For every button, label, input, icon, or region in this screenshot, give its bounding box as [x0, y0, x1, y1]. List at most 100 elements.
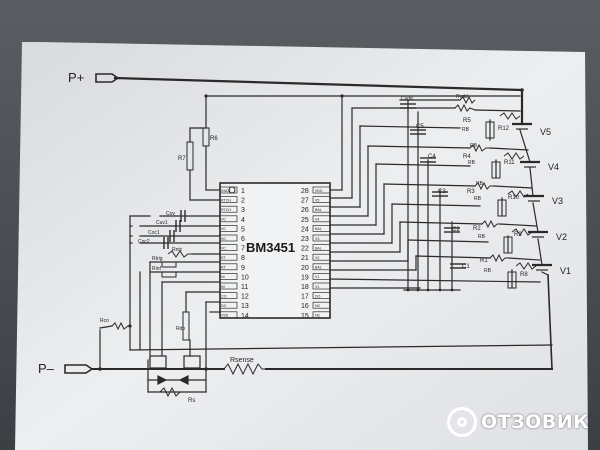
chip-right-pin-name: V2 [315, 256, 319, 260]
chip-left-pin-name: RT [221, 256, 227, 260]
chip-right-pin-name: BAL [315, 266, 322, 270]
battery-cells [512, 122, 552, 271]
chip-left-pin-box [219, 205, 238, 213]
otzovik-logo-icon [447, 407, 477, 437]
label-r9: R9 [514, 232, 522, 238]
label-r2: R2 [473, 226, 481, 232]
label-cov: Cov [166, 211, 175, 217]
protection-mosfets [149, 355, 201, 385]
chip-pin1-number: 1 [241, 188, 245, 195]
label-rco: Rco [100, 318, 109, 324]
chip-right-pin-name: BAL [315, 227, 322, 231]
chip-left-pin-box [219, 253, 238, 261]
label-v5: V5 [540, 127, 551, 137]
chip-right-pin-box [312, 215, 331, 223]
wiring [91, 76, 553, 393]
chip-left-pin-name: RADJ [221, 189, 231, 193]
chip-left-pin-box [219, 234, 238, 242]
chip-left-pin-number: 3 [241, 207, 245, 214]
junction-dots [98, 88, 524, 371]
chip-right-pin-number: 28 [301, 188, 309, 195]
chip-right-pin-number: 26 [301, 207, 309, 214]
chip-left-pin-name: RT [221, 266, 227, 270]
label-v4: V4 [548, 162, 559, 172]
chip-left-pin-box [219, 244, 238, 251]
label-v1: V1 [560, 266, 571, 276]
chip-left-pin-box [219, 215, 238, 223]
label-coc2: Coc2 [138, 239, 150, 245]
balance-mosfets [485, 121, 517, 289]
chip-left-pin-box [219, 186, 238, 194]
label-rtrig: Rtrig [152, 256, 163, 262]
label-coc1: Coc1 [148, 230, 160, 236]
chip-left-pin-name: IN [221, 285, 225, 289]
bm3451-chip [219, 182, 331, 319]
chip-left-pin-name: CO [221, 294, 227, 298]
chip-right-pin-number: 22 [301, 246, 309, 253]
label-r7: R7 [178, 156, 186, 162]
label-r6: R6 [210, 136, 218, 142]
chip-right-pin-box [312, 292, 331, 299]
chip-left-pin-number: 2 [241, 198, 245, 205]
label-rsense: Rsense [230, 357, 254, 364]
chip-left-pin-name: DO [221, 304, 227, 308]
chip-left-pin-name: RTCH [221, 198, 231, 202]
chip-right-pin-box [312, 244, 331, 251]
chip-right-pin-number: 21 [301, 255, 309, 262]
chip-right-pin-box [312, 301, 331, 309]
chip-right-pin-box [312, 234, 331, 242]
label-rb-small: RB [462, 127, 470, 133]
chip-right-pin-name: BAL [315, 246, 322, 250]
label-rb2: RB [474, 196, 482, 202]
label-rb6: RB [476, 181, 484, 187]
chip-right-pin-number: 16 [301, 303, 309, 310]
chip-right-pin-name: V1 [315, 285, 319, 289]
chip-left-pin-number: 12 [241, 294, 249, 301]
label-rs: Rs [188, 398, 195, 404]
label-c3: C3 [438, 189, 446, 195]
chip-left-pin-number: 14 [241, 313, 249, 320]
chip-left-pin-number: 11 [241, 284, 248, 291]
chip-right-pin-box [312, 311, 331, 319]
chip-right-pin-number: 17 [301, 294, 309, 301]
label-r3: R3 [467, 189, 475, 195]
chip-right-pin-box [312, 273, 331, 280]
chip-left-pin-number: 8 [241, 255, 245, 262]
label-c1: C1 [462, 264, 470, 270]
chip-left-pin-name: VC [221, 246, 226, 250]
chip-right-pin-number: 24 [301, 226, 309, 233]
label-rb5: RB [470, 143, 478, 149]
label-r11: R11 [504, 160, 515, 166]
label-rntc: Rntc [172, 247, 183, 253]
label-cvdd: Cvdd [401, 96, 413, 102]
chip-right-pin-box [312, 225, 331, 232]
label-c2: C2 [452, 227, 460, 233]
label-cuv1: Cuv1 [156, 220, 168, 226]
chip-left-pin-number: 9 [241, 265, 245, 272]
label-rvdd: Rvdd [456, 94, 468, 100]
label-r8: R8 [520, 272, 528, 278]
chip-right-pin-name: V3 [315, 237, 319, 241]
chip-right-pin-name: VDD [315, 189, 323, 193]
chip-left-pin-box [219, 292, 238, 299]
chip-right-pin-box [312, 186, 331, 194]
chip-left-pin-box [219, 282, 238, 290]
chip-right-pin-box [312, 205, 331, 213]
chip-left-pin-number: 4 [241, 217, 245, 224]
chip-right-pin-number: 23 [301, 236, 309, 243]
label-r5: R5 [463, 118, 471, 124]
terminal-negative-label: P– [38, 361, 55, 376]
chip-right-pin-number: 27 [301, 198, 309, 205]
chip-left-pin-box [219, 301, 238, 309]
watermark-text: ОТЗОВИК [481, 411, 590, 433]
chip-left-pin-name: VSS [221, 314, 229, 318]
chip-right-pin-name: DO [315, 294, 321, 298]
label-v2: V2 [556, 232, 567, 242]
chip-left-pin-box [219, 225, 238, 232]
chip-left-pin-name: VC [221, 237, 226, 241]
chip-right-pin-box [312, 263, 331, 271]
chip-right-pin-name: V1 [315, 275, 319, 279]
label-r12: R12 [498, 126, 510, 132]
